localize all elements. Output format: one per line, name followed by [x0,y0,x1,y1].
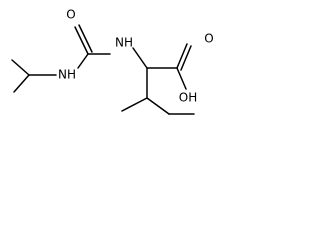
bond-carboxyl-double-b [180,45,192,71]
atom-label-oxygen-urea: O [66,8,75,22]
bond-carboxyl-to-oh [176,67,187,90]
bond-nh-to-alpha-carbon [132,47,148,69]
bond-carbonyl-double-a [74,26,89,55]
bond-isopropyl-methyl-top [11,59,30,76]
atom-label-oxygen-acid: O [204,32,213,46]
bond-beta-to-methyl [121,97,148,112]
bond-carboxyl-double-a [176,43,188,69]
structure-canvas: O NH NH O OH [0,0,221,150]
bond-isopropyl-methyl-bottom [13,74,30,93]
bond-nh-to-carbonyl [77,53,89,69]
atom-label-nh-left: NH [58,68,76,82]
bond-beta-to-gamma [146,97,170,115]
atom-label-nh-right: NH [115,36,133,50]
molecule-structure: O NH NH O OH [0,0,221,150]
bond-carbonyl-double-b [78,24,93,53]
atom-label-hydroxyl: OH [179,91,197,105]
